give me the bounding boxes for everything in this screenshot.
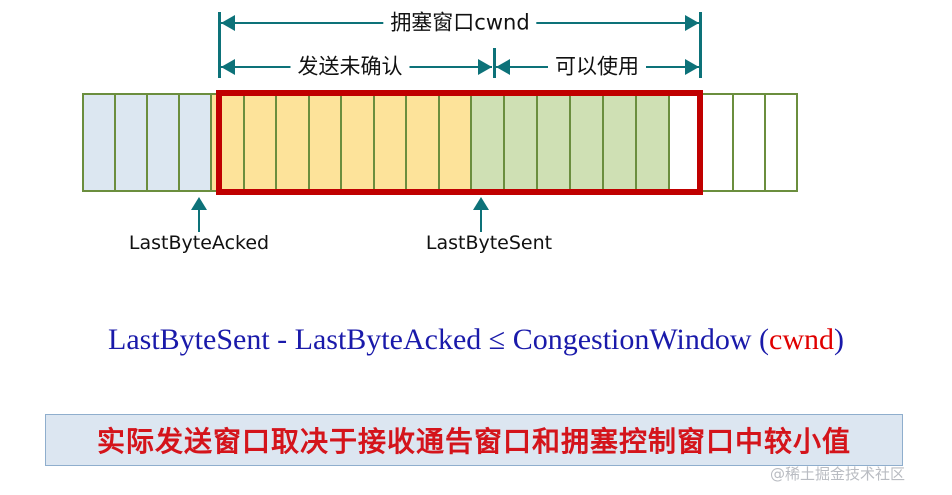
window-split-tick [493,48,496,78]
stream-cell-acked [146,93,180,192]
summary-banner: 实际发送窗口取决于接收通告窗口和拥塞控制窗口中较小值 [45,414,903,466]
stream-cell-usable [602,93,637,192]
lastbyteacked-pointer-head [191,197,207,210]
stream-cell-acked [114,93,148,192]
cwnd-arrow-head-left [221,15,235,31]
stream-cell-sent-unacked [242,93,277,192]
cwnd-left-tick [218,12,221,78]
formula-main-text: LastByteSent - LastByteAcked ≤ Congestio… [108,323,769,356]
usable-arrow-head-left [496,59,510,75]
stream-cell-not-sendable [668,93,702,192]
lastbytesent-label: LastByteSent [425,232,553,254]
stream-cell-sent-unacked [340,93,375,192]
stream-cell-sent-unacked [437,93,472,192]
sent-unacked-arrow-label: 发送未确认 [290,56,410,78]
lastbytesent-pointer-head [473,197,489,210]
summary-banner-text: 实际发送窗口取决于接收通告窗口和拥塞控制窗口中较小值 [96,425,851,458]
cwnd-right-tick [699,12,702,78]
congestion-window-formula: LastByteSent - LastByteAcked ≤ Congestio… [0,325,952,355]
stream-cell-usable [569,93,604,192]
stream-cell-sent-unacked [307,93,342,192]
stream-cell-sent-unacked [210,93,245,192]
stream-cell-not-sendable [732,93,766,192]
stream-cell-not-sendable [764,93,798,192]
cwnd-arrow-head-right [685,15,699,31]
stream-cell-usable [635,93,670,192]
formula-tail-text: ) [833,323,844,356]
stream-cell-usable [536,93,571,192]
stream-cell-not-sendable [700,93,734,192]
lastbyteacked-pointer-line [198,208,200,232]
watermark: @稀土掘金技术社区 [770,465,906,483]
stream-cell-usable [470,93,505,192]
sent-unacked-arrow-head-right [478,59,492,75]
sent-unacked-arrow-head-left [221,59,235,75]
stream-cell-usable [503,93,538,192]
cwnd-arrow-label: 拥塞窗口cwnd [383,12,537,34]
usable-arrow-head-right [685,59,699,75]
stream-cell-acked [178,93,212,192]
lastbyteacked-label: LastByteAcked [128,232,270,254]
stream-cell-sent-unacked [405,93,440,192]
byte-stream [82,93,798,192]
stream-cell-sent-unacked [275,93,310,192]
usable-arrow-label: 可以使用 [548,56,646,78]
stream-cell-acked [82,93,116,192]
stream-cell-sent-unacked [372,93,407,192]
lastbytesent-pointer-line [480,208,482,232]
formula-highlight-text: cwnd [769,323,834,356]
